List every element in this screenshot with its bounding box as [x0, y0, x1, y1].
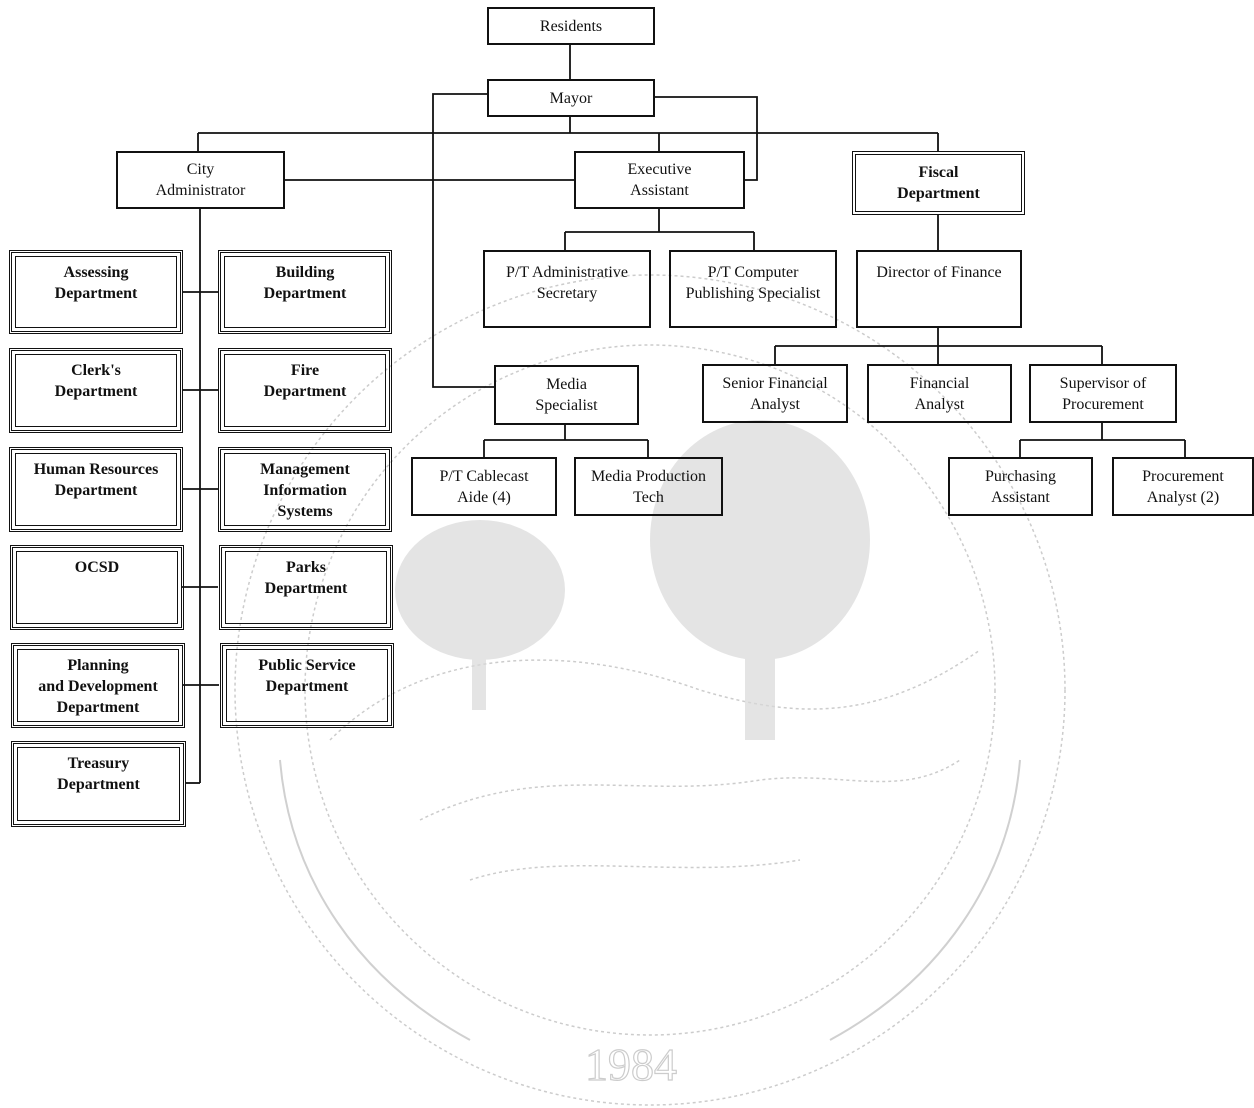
- seal-laurel-right: [829, 759, 1021, 1041]
- human-resources-department-box: Human Resources Department: [9, 447, 183, 532]
- assessing-department-box: Assessing Department: [9, 250, 183, 334]
- mayor-box: Mayor: [487, 79, 655, 117]
- treasury-department-box: Treasury Department: [11, 741, 186, 827]
- building-department-box: Building Department: [218, 250, 392, 334]
- seal-river-lower: [469, 859, 801, 881]
- supervisor-of-procurement-box: Supervisor of Procurement: [1029, 364, 1177, 423]
- senior-financial-analyst-box: Senior Financial Analyst: [702, 364, 848, 423]
- procurement-analyst-box: Procurement Analyst (2): [1112, 457, 1254, 516]
- seal-tree-center-trunk: [745, 600, 775, 740]
- parks-department-box: Parks Department: [219, 545, 393, 630]
- residents-box: Residents: [487, 7, 655, 45]
- seal-year: 1984: [585, 1039, 677, 1090]
- planning-and-development-department-box: Planning and Development Department: [11, 643, 185, 728]
- management-information-systems-box: Management Information Systems: [218, 447, 392, 532]
- pt-computer-publishing-specialist-box: P/T Computer Publishing Specialist: [669, 250, 837, 328]
- public-service-department-box: Public Service Department: [220, 643, 394, 728]
- purchasing-assistant-box: Purchasing Assistant: [948, 457, 1093, 516]
- fire-department-box: Fire Department: [218, 348, 392, 433]
- media-specialist-box: Media Specialist: [494, 365, 639, 425]
- seal-laurel-left: [279, 759, 471, 1041]
- seal-tree-center: [650, 420, 870, 660]
- seal-outer-ring: [234, 274, 1066, 1106]
- fiscal-department-box: Fiscal Department: [852, 151, 1025, 215]
- financial-analyst-box: Financial Analyst: [867, 364, 1012, 423]
- pt-administrative-secretary-box: P/T Administrative Secretary: [483, 250, 651, 328]
- director-of-finance-box: Director of Finance: [856, 250, 1022, 328]
- seal-inner-ring: [304, 344, 996, 1036]
- media-production-tech-box: Media Production Tech: [574, 457, 723, 516]
- city-administrator-box: City Administrator: [116, 151, 285, 209]
- seal-river: [419, 759, 961, 821]
- seal-hill: [329, 649, 981, 741]
- executive-assistant-box: Executive Assistant: [574, 151, 745, 209]
- seal-tree-left-trunk: [472, 620, 486, 710]
- seal-tree-left: [395, 520, 565, 660]
- clerks-department-box: Clerk's Department: [9, 348, 183, 433]
- pt-cablecast-aide-box: P/T Cablecast Aide (4): [411, 457, 557, 516]
- ocsd-box: OCSD: [10, 545, 184, 630]
